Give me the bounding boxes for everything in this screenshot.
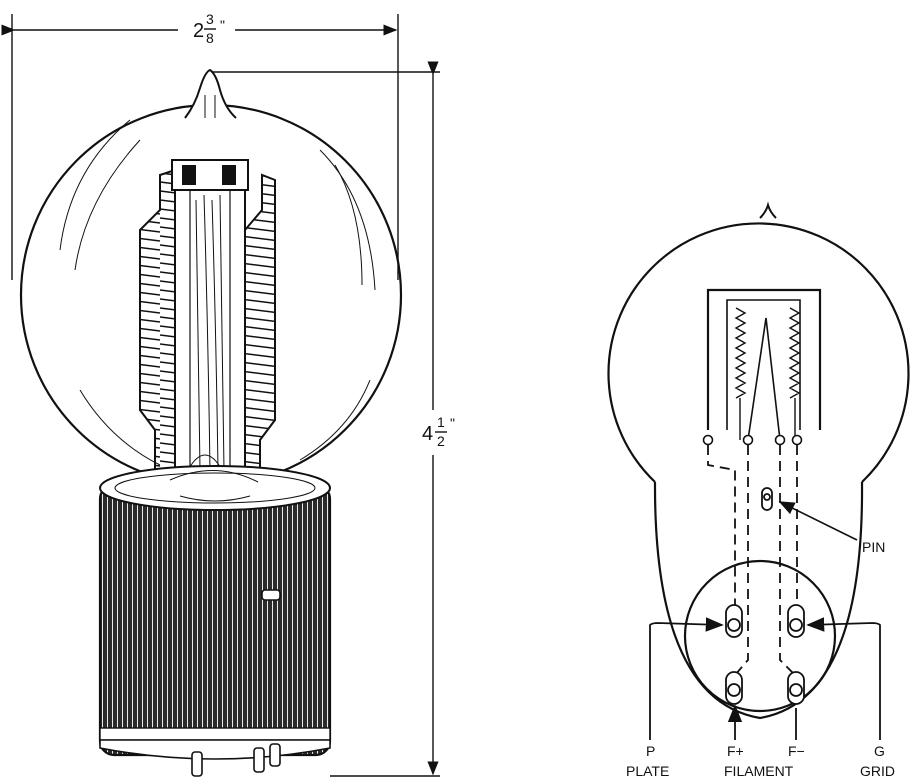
height-numerator: 1 [437, 414, 445, 430]
schematic-lead-terminals [702, 434, 803, 446]
grid-label: GRID [860, 763, 895, 779]
terminal-filament-minus-symbol: F− [788, 743, 805, 759]
grid-wires [187, 194, 225, 471]
width-whole: 2 [193, 20, 204, 42]
schematic-external-leads [649, 617, 881, 740]
schematic-base [653, 481, 864, 720]
height-dimension [210, 61, 440, 777]
height-denominator: 2 [437, 433, 445, 449]
schematic-bulb [607, 222, 910, 483]
schematic-grid-left [734, 307, 747, 399]
terminal-grid-symbol: G [874, 743, 885, 759]
locating-pin [761, 487, 773, 511]
schematic-plate [706, 288, 822, 430]
schematic-dashed-leads [707, 445, 798, 676]
tube-schematic [607, 201, 910, 740]
tube-base [98, 465, 332, 760]
pin-label: PIN [862, 539, 885, 555]
height-inch-mark: " [450, 415, 455, 431]
socket-pins [725, 604, 805, 705]
bayonet-pin [261, 589, 281, 601]
socket-ring [683, 559, 837, 713]
height-whole: 4 [422, 423, 433, 445]
filament-label: FILAMENT [724, 763, 794, 779]
plate-label: PLATE [626, 763, 669, 779]
width-dimension [1, 14, 399, 280]
schematic-grid-right [788, 307, 801, 399]
exhaust-tip [184, 68, 237, 119]
width-inch-mark: " [220, 17, 225, 33]
terminal-plate-symbol: P [646, 743, 655, 759]
terminal-filament-plus-symbol: F+ [727, 743, 744, 759]
tube-drawing: 2 3 8 " 4 1 2 " [1, 11, 455, 777]
width-numerator: 3 [206, 11, 214, 27]
width-denominator: 8 [206, 30, 214, 46]
base-prongs [191, 743, 281, 777]
schematic-tip [759, 201, 777, 219]
schematic-filament [747, 317, 781, 441]
